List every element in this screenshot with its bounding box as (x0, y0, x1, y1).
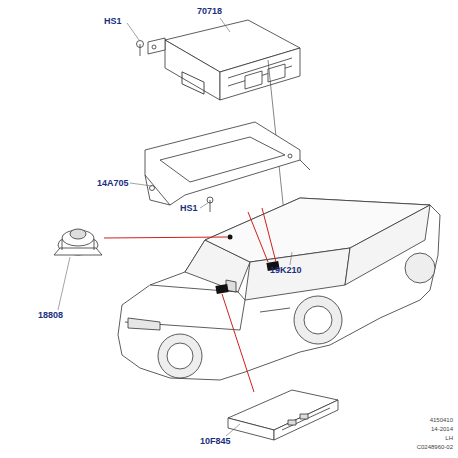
callout-number: 70718 (197, 7, 222, 16)
location-marker (215, 235, 279, 294)
leader-line (58, 18, 292, 436)
callout-number: 18808 (38, 311, 63, 320)
reference-code: 4150410 (430, 417, 453, 423)
callout-number: 10F845 (200, 437, 231, 446)
speaker (54, 229, 102, 255)
mounting-bracket (145, 122, 310, 212)
callout-number: HS1 (104, 17, 122, 26)
callout-number: 14A705 (97, 179, 129, 188)
reference-code: C0248960-02 (417, 444, 453, 450)
control-module (137, 20, 301, 100)
reference-code: 14-2014 (431, 426, 453, 432)
callout-number: HS1 (180, 204, 198, 213)
location-line (104, 208, 276, 392)
reference-code: LH (445, 435, 453, 441)
vehicle-outline (118, 198, 440, 380)
callout-number: 19K210 (270, 266, 302, 275)
control-module (228, 390, 338, 440)
